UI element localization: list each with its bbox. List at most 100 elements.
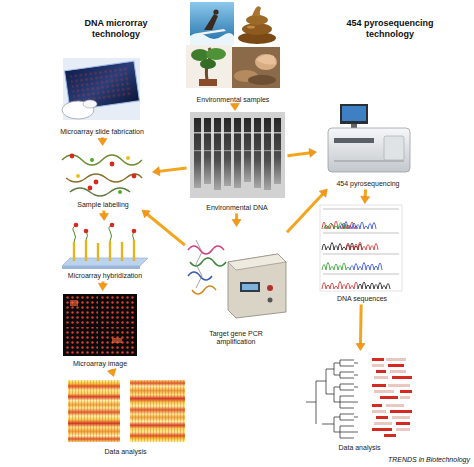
flow-arrow: [361, 189, 370, 203]
sequencer-machine: [342, 106, 366, 121]
step-caption: Data analysis: [104, 448, 146, 456]
hybridization-probes: [85, 240, 87, 261]
step-caption: Microarray image: [73, 360, 127, 368]
sample-photos: [199, 79, 217, 86]
heatmap: [130, 380, 185, 442]
microarray-scan: [65, 296, 98, 324]
sample-photos: [246, 15, 268, 25]
process-step: 454 pyrosequencing: [318, 103, 418, 188]
pcr-illustration: [190, 258, 226, 266]
microarray-scan: [112, 338, 122, 343]
arrow-shaft: [287, 193, 323, 232]
sample-photos: [206, 48, 226, 60]
phylogenetic-tree: [372, 410, 386, 413]
arrow-shaft: [364, 189, 367, 197]
gel-image: [224, 118, 231, 186]
sequencer-machine: [328, 104, 410, 172]
flow-arrow: [356, 304, 365, 350]
hybridization-probes: [132, 229, 137, 234]
process-step: Data analysis: [63, 378, 188, 456]
microarray-scan: [101, 327, 135, 354]
microarray-scan: [101, 296, 135, 324]
column-heading: 454 pyrosequencing technology: [338, 18, 442, 40]
sample-photos: [252, 6, 261, 16]
pcr-illustration: [188, 272, 212, 280]
hybridization-probes: [97, 243, 99, 261]
sample-photos: [198, 29, 226, 35]
hybridization-probes: [74, 240, 134, 261]
pcr-illustration: [228, 254, 286, 270]
flow-arrow: [98, 281, 107, 290]
step-caption: DNA sequences: [337, 295, 387, 303]
phylogenetic-tree: [384, 434, 396, 437]
sequence-chromatogram: [320, 205, 402, 291]
gel-image: [190, 112, 285, 198]
step-caption: Environmental DNA: [206, 204, 267, 212]
sequence-chromatogram: [320, 205, 402, 291]
pcr-illustration: [188, 240, 286, 318]
phylogenetic-tree: [392, 416, 410, 419]
phylogenetic-tree: [392, 376, 412, 379]
phylogenetic-tree: [388, 384, 410, 387]
arrow-head: [98, 138, 107, 145]
phylogenetic-tree: [372, 358, 412, 437]
pcr-illustration: [240, 282, 260, 292]
step-caption: Data analysis: [338, 444, 380, 452]
step-caption: Target gene PCR amplification: [197, 330, 275, 346]
phylogenetic-tree: [372, 428, 392, 431]
sample-photos: [200, 59, 216, 69]
arrow-head: [107, 369, 116, 377]
labelled-dna-strands: [94, 180, 99, 185]
flow-arrow: [99, 210, 108, 220]
sequencer-machine: [340, 104, 368, 124]
flow-arrow: [107, 369, 116, 377]
flow-arrow: [152, 167, 186, 176]
sequencer-machine: [351, 124, 357, 128]
phylogenetic-tree: [306, 360, 358, 438]
sample-photos: [204, 14, 218, 30]
flow-arrow: [142, 210, 185, 245]
labelled-dna-strands: [118, 190, 122, 194]
process-step: Sample labelling: [55, 147, 151, 209]
hybridization-probes: [133, 240, 135, 261]
process-step: Environmental DNA: [188, 112, 286, 212]
hybridization-probes: [109, 241, 111, 261]
heatmap: [68, 380, 120, 442]
microarray-slide: [62, 58, 140, 120]
phylogenetic-tree: [386, 404, 404, 407]
arrow-shaft: [158, 168, 186, 171]
microarray-scan: [63, 294, 137, 356]
phylogenetic-tree: [390, 410, 412, 413]
sample-photos: [190, 33, 234, 45]
heatmap: [130, 380, 185, 442]
gel-image: [234, 118, 241, 188]
hybridization-probes: [84, 229, 89, 234]
phylogenetic-tree: [396, 422, 410, 425]
phylogenetic-tree: [386, 358, 406, 361]
process-step: DNA sequences: [318, 205, 406, 303]
gel-image: [254, 118, 261, 188]
process-step: Microarray slide fabrication: [47, 56, 157, 136]
microarray-slide: [83, 100, 97, 108]
microarray-slide: [63, 58, 140, 120]
labelled-dna-strands: [126, 156, 130, 160]
phylogenetic-tree: [372, 358, 384, 361]
gel-image: [194, 150, 281, 151]
step-caption: Microarray slide fabrication: [60, 128, 144, 136]
phylogenetic-tree: [374, 390, 394, 393]
step-caption: Sample labelling: [77, 201, 128, 209]
hybridization-probes: [73, 225, 134, 242]
sequence-chromatogram: [323, 209, 399, 274]
heatmap: [68, 380, 185, 442]
sequence-chromatogram: [322, 282, 358, 290]
pcr-illustration: [196, 240, 202, 288]
phylogenetic-tree: [372, 384, 386, 387]
sequencer-machine: [334, 138, 374, 143]
arrow-head: [356, 343, 365, 350]
arrow-head: [152, 167, 159, 176]
phylogenetic-tree: [396, 428, 410, 431]
journal-credit: TRENDS in Biotechnology: [350, 455, 470, 464]
sample-photos: [186, 2, 280, 88]
hybridization-probes: [73, 242, 75, 261]
